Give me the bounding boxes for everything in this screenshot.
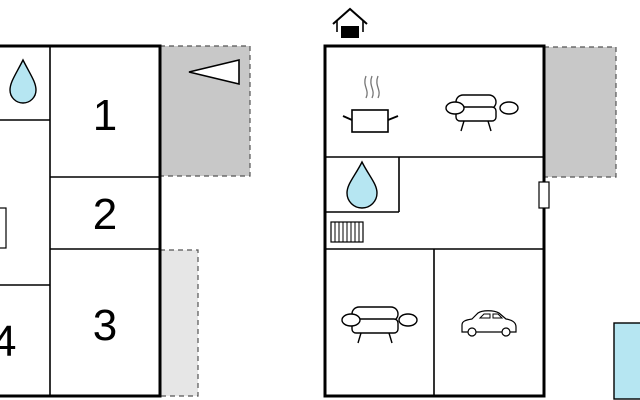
water-drop-icon <box>9 58 37 104</box>
car-icon <box>461 310 517 337</box>
right-floor-plan <box>323 7 617 398</box>
room-number-4: 4 <box>0 317 16 366</box>
left-outer-wall <box>0 44 162 398</box>
terrace-lower <box>159 249 199 397</box>
cooking-pot-icon <box>342 75 399 133</box>
terrace-right <box>543 46 617 178</box>
house-entrance-icon <box>332 7 368 38</box>
water-drop-icon <box>346 160 378 209</box>
triangle-icon <box>188 58 240 86</box>
pool <box>613 322 640 400</box>
radiator-icon <box>330 221 364 243</box>
window-icon <box>538 181 550 209</box>
cabinet-icon <box>0 207 7 249</box>
sofa-icon <box>341 306 418 344</box>
left-floor-plan: 1 2 3 4 <box>0 44 251 398</box>
room-number-2: 2 <box>93 190 117 239</box>
sofa-icon <box>445 94 519 132</box>
room-number-3: 3 <box>93 301 117 350</box>
room-number-1: 1 <box>93 91 117 140</box>
